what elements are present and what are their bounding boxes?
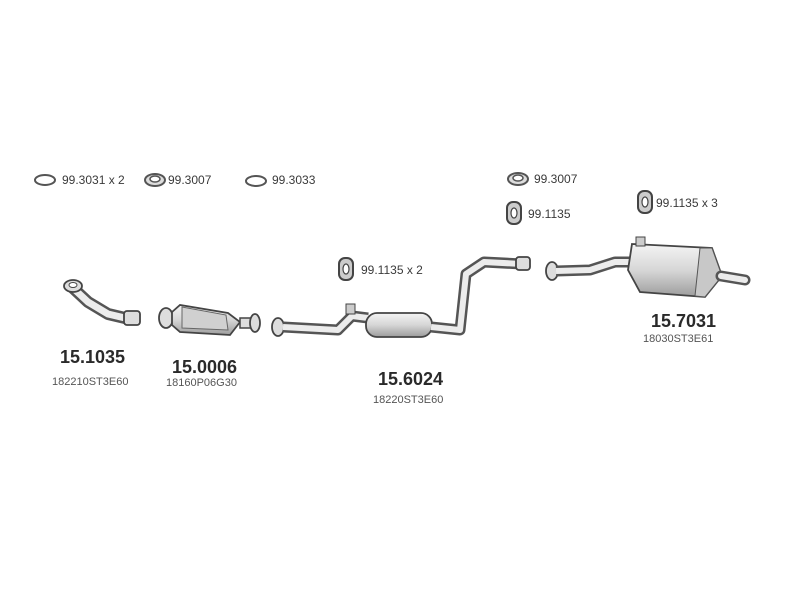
ring-icon (144, 173, 166, 187)
hanger-label: 99.1135 (528, 207, 571, 221)
part-number: 15.0006 (172, 357, 238, 377)
front-pipe (63, 279, 141, 326)
part-number: 15.7031 (651, 311, 717, 331)
hanger-label: 99.1135 x 2 (361, 263, 423, 277)
gasket-icon (245, 175, 267, 187)
oem-number: 18030ST3E61 (643, 333, 714, 345)
gasket-label: 99.3033 (272, 173, 316, 187)
gasket-label: 99.3031 x 2 (62, 173, 125, 187)
ring-label: 99.3007 (534, 172, 578, 186)
rear-muffler (545, 236, 751, 298)
part-number: 15.6024 (378, 369, 444, 389)
rubber-hanger-icon (506, 201, 522, 225)
catalytic-converter (158, 304, 261, 336)
part-number: 15.1035 (60, 347, 126, 367)
center-pipe (271, 256, 531, 338)
oem-number: 182210ST3E60 (52, 376, 129, 388)
rubber-hanger-icon (338, 257, 354, 281)
hanger-label: 99.1135 x 3 (656, 196, 718, 210)
ring-label: 99.3007 (168, 173, 212, 187)
gasket-icon (34, 174, 56, 186)
rubber-hanger-icon (637, 190, 653, 214)
oem-number: 18220ST3E60 (373, 394, 444, 406)
oem-number: 18160P06G30 (166, 377, 237, 389)
ring-icon (507, 172, 529, 186)
